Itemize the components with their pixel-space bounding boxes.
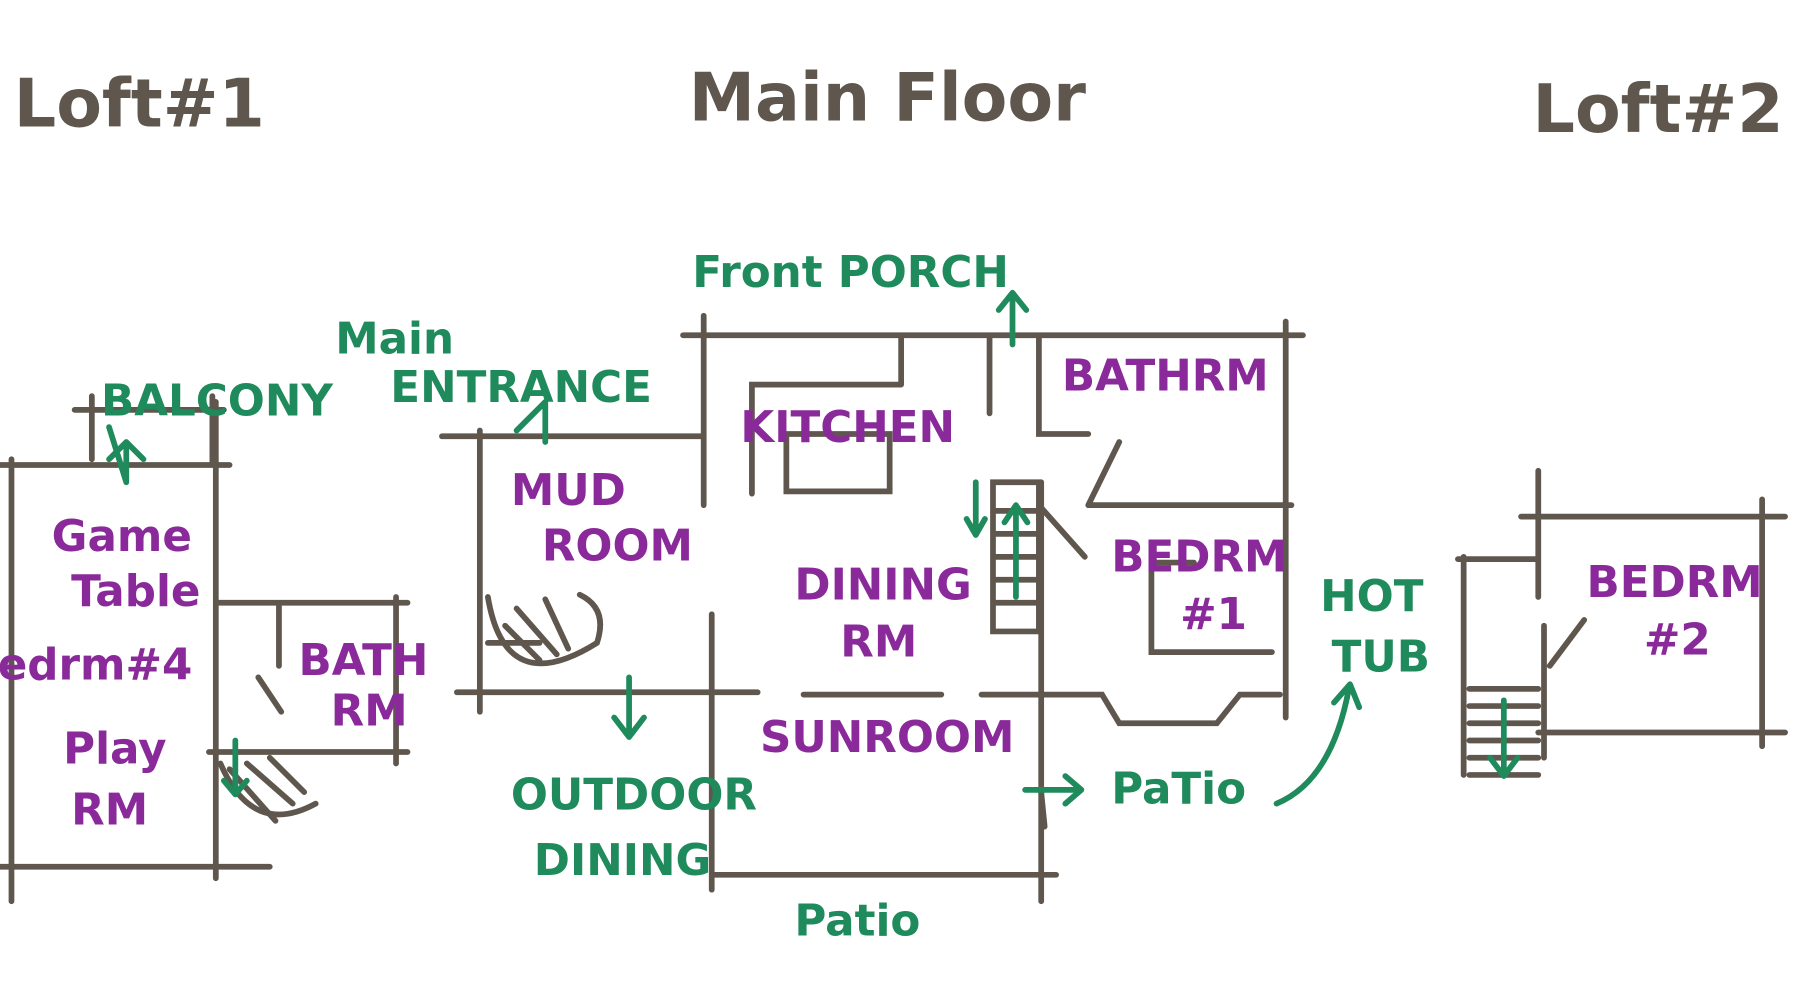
bed-bedrm1 [1148, 559, 1275, 655]
label-hot-tub-2: TUB [1332, 633, 1430, 683]
label-hot-tub-1: HOT [1320, 572, 1424, 622]
outdoor-dining-arrow-icon [611, 674, 647, 740]
stair-down-arrow-icon [220, 737, 250, 798]
label-patio-bottom: Patio [794, 897, 920, 947]
title-main-floor: Main Floor [689, 59, 1086, 137]
spiral-stair-main [485, 591, 604, 667]
title-loft1: Loft#1 [14, 64, 265, 142]
label-mud-room-2: ROOM [542, 521, 693, 571]
hot-tub-arrow-icon [1273, 681, 1363, 807]
label-sunroom: SUNROOM [760, 713, 1014, 763]
label-main-entrance-2: ENTRANCE [390, 363, 652, 413]
label-bedrm2-2: #2 [1644, 615, 1711, 665]
loft2-walls [1455, 467, 1788, 778]
entrance-arrow-icon [513, 398, 549, 445]
label-front-porch: Front PORCH [692, 248, 1009, 298]
balcony-arrow-icon [106, 424, 147, 486]
stair-arrows-icon [963, 479, 1031, 600]
patio-arrow-icon [1022, 773, 1085, 807]
label-patio-side: PaTio [1111, 765, 1246, 815]
label-kitchen: KITCHEN [740, 403, 955, 453]
label-balcony: BALCONY [101, 377, 333, 427]
label-bedrm4: edrm#4 [0, 641, 192, 691]
label-mud-room-1: MUD [511, 466, 626, 516]
loft2-stair-arrow-icon [1487, 697, 1521, 779]
label-bath-rm-1: BATH [298, 636, 428, 686]
loft1-walls [0, 393, 411, 905]
label-game-table-2: Table [71, 567, 200, 617]
staircase [990, 479, 1088, 635]
label-bedrm1-1: BEDRM [1111, 533, 1287, 583]
label-dining-rm-2: RM [840, 618, 917, 668]
label-play-rm-2: RM [71, 785, 148, 835]
label-bedrm1-2: #1 [1180, 590, 1247, 640]
label-dining-rm-1: DINING [794, 560, 971, 610]
label-game-table-1: Game [52, 512, 192, 562]
label-bathrm: BATHRM [1062, 351, 1269, 401]
label-main-entrance-1: Main [335, 315, 454, 365]
spiral-stair-loft1 [217, 754, 319, 824]
label-outdoor-dining-1: OUTDOOR [511, 770, 757, 820]
label-bedrm2-1: BEDRM [1586, 558, 1762, 608]
title-loft2: Loft#2 [1533, 70, 1784, 148]
label-outdoor-dining-2: DINING [534, 836, 711, 886]
front-porch-arrow-icon [995, 289, 1030, 348]
label-bath-rm-2: RM [331, 687, 408, 737]
label-play-rm-1: Play [63, 724, 166, 774]
